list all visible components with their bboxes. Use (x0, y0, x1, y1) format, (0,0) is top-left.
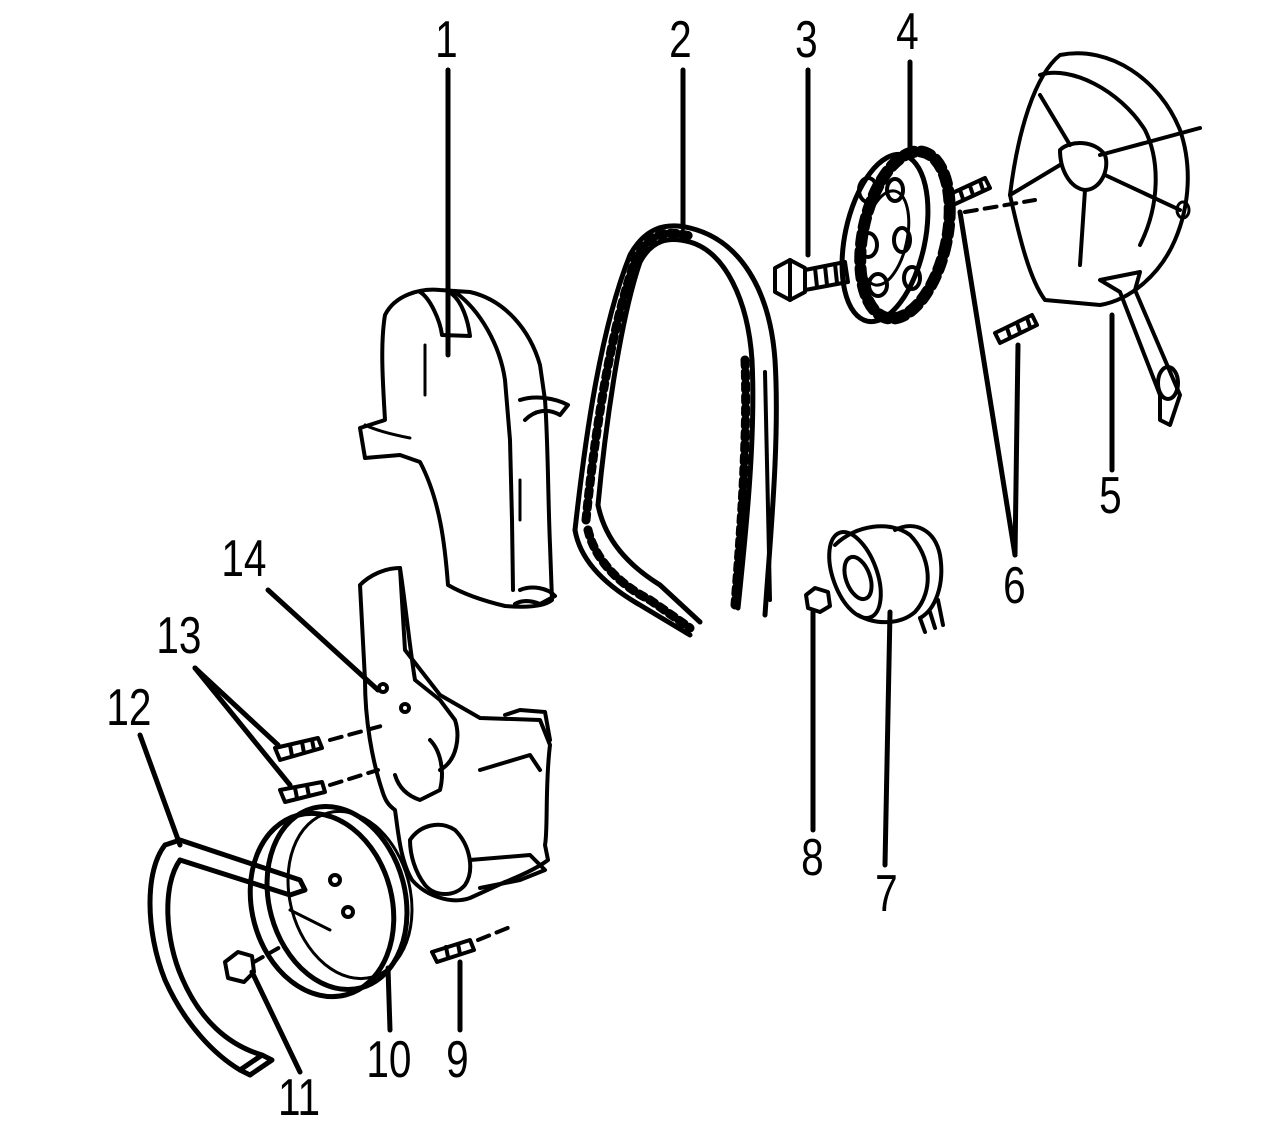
label-4: 4 (896, 3, 919, 61)
label-9: 9 (446, 1031, 469, 1089)
label-7: 7 (875, 865, 898, 923)
leader-11 (249, 969, 303, 1075)
leader-6a (957, 209, 1018, 558)
lower-bolt (430, 923, 517, 964)
label-8: 8 (801, 829, 824, 887)
label-14: 14 (221, 530, 267, 588)
leader-10 (385, 965, 393, 1033)
cover-bolts (273, 723, 387, 804)
leader-7 (882, 609, 893, 868)
belt-tensioner (827, 524, 945, 634)
camshaft-bolt (773, 258, 850, 302)
rear-timing-cover (1008, 51, 1202, 427)
label-2: 2 (669, 11, 692, 69)
leader-6b (1012, 342, 1021, 558)
leader-12 (137, 732, 183, 848)
label-12: 12 (106, 679, 152, 737)
label-10: 10 (366, 1031, 412, 1089)
v-belt (147, 837, 308, 1078)
label-1: 1 (435, 11, 458, 69)
lower-timing-cover (358, 566, 552, 903)
camshaft-sprocket (839, 145, 956, 325)
leader-13a (192, 665, 281, 748)
crankshaft-pulley (247, 803, 414, 1000)
upper-timing-cover (358, 287, 570, 609)
nut (804, 586, 832, 614)
label-5: 5 (1099, 467, 1122, 525)
label-11: 11 (277, 1069, 321, 1127)
pulley-bolt (223, 944, 284, 984)
studs (946, 176, 1039, 345)
timing-belt (572, 223, 779, 638)
leader-13b (192, 665, 293, 788)
leader-lines (137, 59, 1115, 1075)
leader-14 (265, 587, 381, 693)
label-6: 6 (1003, 557, 1026, 615)
label-13: 13 (156, 607, 202, 665)
label-3: 3 (795, 11, 818, 69)
